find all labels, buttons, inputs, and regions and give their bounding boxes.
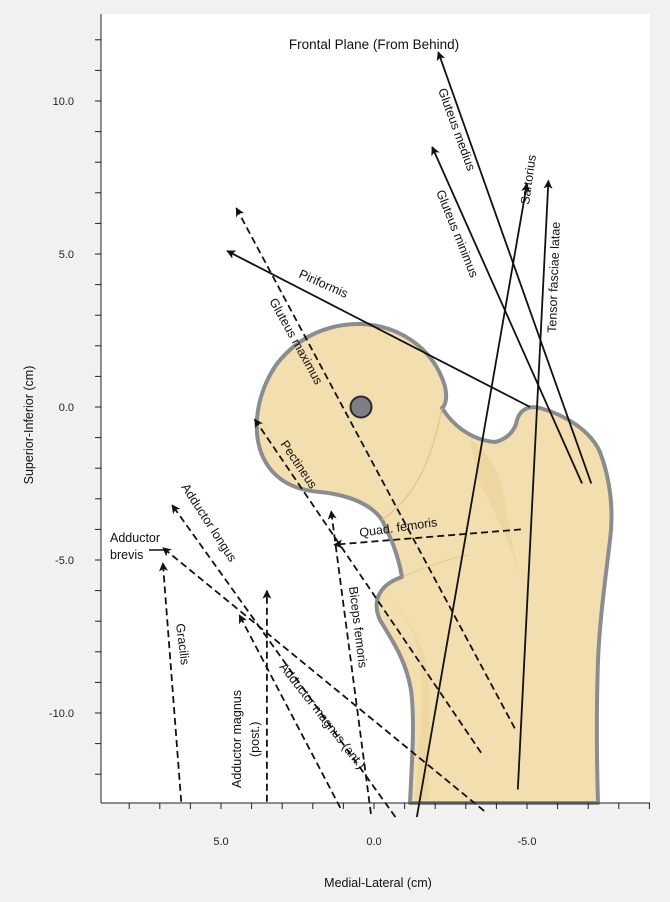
label-sartorius: Sartorius <box>518 154 539 205</box>
label-tensor-fasciae-latae: Tensor fasciae latae <box>545 221 563 333</box>
label-adductor-magnus-post-line1: Adductor magnus <box>230 690 244 788</box>
y-axis-title: Superior-Inferior (cm) <box>22 366 36 485</box>
y-tick-label: 10.0 <box>53 96 74 108</box>
muscle-lines <box>158 51 593 818</box>
neck-line <box>381 407 443 521</box>
muscle-line-adductor-brevis <box>162 547 485 812</box>
muscle-line-gluteus-minimus <box>431 146 583 484</box>
diagram-title: Frontal Plane (From Behind) <box>289 37 459 52</box>
x-tick-label: -5.0 <box>518 836 537 848</box>
muscle-line-pectineus <box>253 418 482 754</box>
muscle-line-gluteus-medius <box>436 51 593 484</box>
x-tick-label: 5.0 <box>213 836 228 848</box>
muscle-line-quad-femoris <box>333 528 521 549</box>
x-tick-label: 0.0 <box>366 836 381 848</box>
label-gracilis: Gracilis <box>173 623 192 666</box>
y-tick-label: 0.0 <box>59 402 74 414</box>
greater-trochanter-shade <box>470 440 530 600</box>
y-tick-label: -10.0 <box>49 708 74 720</box>
muscle-line-adductor-longus <box>171 504 397 818</box>
muscle-line-tensor-fasciae-latae <box>516 179 553 790</box>
muscle-line-piriformis <box>226 250 531 408</box>
x-axis-title: Medial-Lateral (cm) <box>324 876 432 890</box>
axis-ticks: 10.0 5.0 0.0 -5.0 -10.0 5.0 0.0 -5.0 <box>49 39 650 848</box>
label-adductor-brevis-line2: brevis <box>110 548 143 562</box>
hip-joint-center <box>349 395 373 419</box>
muscle-line-gracilis <box>158 562 183 802</box>
shaft-shade <box>388 595 430 800</box>
y-tick-label: 5.0 <box>59 249 74 261</box>
y-tick-label: -5.0 <box>55 555 74 567</box>
label-adductor-magnus-post-line2: (post.) <box>248 722 262 757</box>
muscle-line-adductor-magnus-ant <box>238 614 342 809</box>
label-adductor-brevis-line1: Adductor <box>110 531 160 545</box>
muscle-line-biceps-femoris <box>327 510 372 815</box>
muscle-line-sartorius <box>415 182 531 818</box>
